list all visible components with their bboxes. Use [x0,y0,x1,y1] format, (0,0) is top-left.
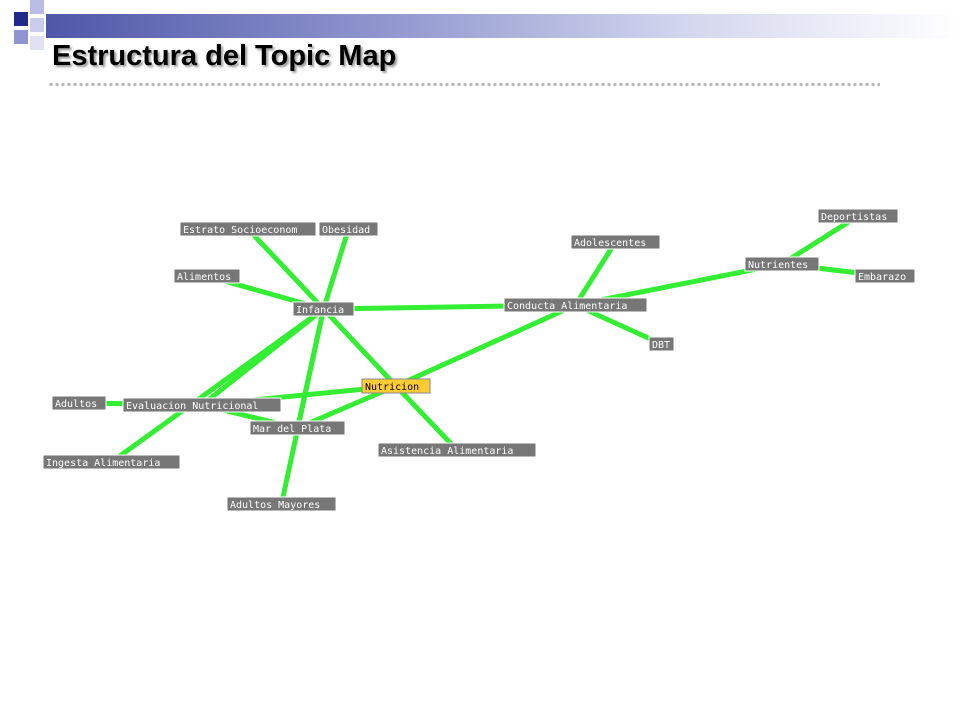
topic-node-label: Ingesta Alimentaria [46,458,160,469]
edge-obesidad-infancia [321,226,351,312]
topic-node-nutricion[interactable]: Nutricion [361,378,431,394]
topic-node-box [122,397,282,413]
topic-node-box [318,221,379,237]
edge-nutrientes-deportistas [779,213,861,267]
topic-node-infancia[interactable]: Infancia [292,301,355,317]
topic-node-label: Obesidad [322,225,370,236]
topic-node-evaluacion[interactable]: Evaluacion Nutricional [122,397,282,413]
topic-node-label: DBT [652,340,670,351]
topic-node-alimentos[interactable]: Alimentos [173,268,241,284]
edge-conducta-adolescentes [573,239,618,308]
topic-node-label: Nutrientes [748,260,808,271]
topic-node-box [42,454,181,470]
slide-title: Estructura del Topic Map [52,40,397,72]
topic-node-obesidad[interactable]: Obesidad [318,221,379,237]
topic-node-estrato[interactable]: Estrato Socioeconom [179,221,317,237]
topic-node-box [249,420,346,436]
topic-node-box [377,442,537,458]
edge-infancia-nutricion [321,306,399,389]
topic-node-embarazo[interactable]: Embarazo [854,268,916,284]
topic-node-dbt[interactable]: DBT [648,336,675,352]
topic-node-box [179,221,317,237]
topic-node-label: Conducta Alimentaria [507,301,627,312]
edge-estrato-infancia [245,226,326,312]
topic-node-label: Adolescentes [574,238,646,249]
topic-node-deportistas[interactable]: Deportistas [817,208,899,224]
topic-node-adultos[interactable]: Adultos [51,395,107,411]
topic-node-box [503,297,648,313]
topic-node-box [173,268,241,284]
topic-node-label: Mar del Plata [253,424,331,435]
edge-nutricion-asistencia [393,383,460,453]
topic-node-label: Embarazo [858,272,906,283]
edge-conducta-nutricion [393,302,578,389]
edge-infancia-ingesta [109,306,326,465]
topic-node-label: Estrato Socioeconom [183,225,297,236]
topic-node-conducta[interactable]: Conducta Alimentaria [503,297,648,313]
topic-node-asistencia[interactable]: Asistencia Alimentaria [377,442,537,458]
title-dotted-rule [48,82,880,87]
topic-node-ingesta[interactable]: Ingesta Alimentaria [42,454,181,470]
topic-node-label: Adultos [55,399,97,410]
topic-node-box [226,496,337,512]
topic-node-label: Nutricion [365,382,419,393]
topic-node-box [51,395,107,411]
topic-node-label: Evaluacion Nutricional [126,401,258,412]
edge-infancia-adultosmayores [279,306,326,507]
topic-node-box [361,378,431,394]
topic-node-label: Infancia [296,305,344,316]
topic-node-adultosmayores[interactable]: Adultos Mayores [226,496,337,512]
topic-node-label: Deportistas [821,212,887,223]
header-gradient-band [46,14,960,38]
topic-node-box [817,208,899,224]
topic-node-box [648,336,675,352]
topic-node-mardelplata[interactable]: Mar del Plata [249,420,346,436]
topic-node-box [854,268,916,284]
topic-node-nutrientes[interactable]: Nutrientes [744,256,820,272]
topic-node-label: Asistencia Alimentaria [381,446,513,457]
topic-node-label: Adultos Mayores [230,500,320,511]
topic-node-box [744,256,820,272]
topic-node-box [570,234,661,250]
topic-node-adolescentes[interactable]: Adolescentes [570,234,661,250]
topic-node-label: Alimentos [177,272,231,283]
decorative-squares [0,0,80,60]
topic-node-box [292,301,355,317]
